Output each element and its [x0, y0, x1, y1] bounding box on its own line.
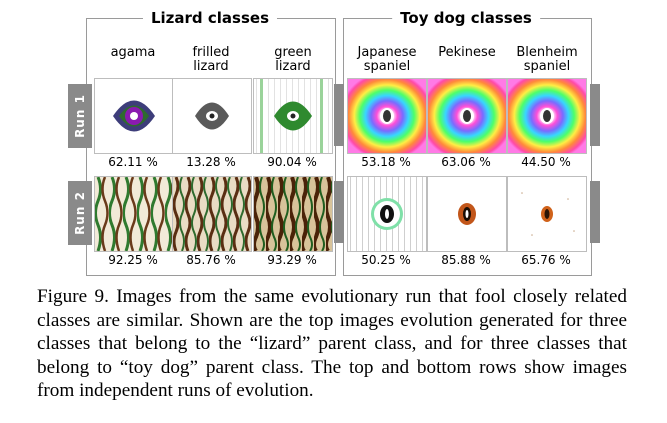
- run-2-label: Run 2: [68, 181, 92, 245]
- run1-japanese-spaniel-confidence: 53.18 %: [361, 155, 411, 169]
- run1-blenheim-spaniel-confidence: 44.50 %: [521, 155, 571, 169]
- run1-japanese-spaniel-image: [347, 78, 427, 154]
- class-label-pekinese: Pekinese: [438, 45, 496, 60]
- run1-agama-confidence: 62.11 %: [108, 155, 158, 169]
- run1-frilled-lizard-image: [172, 78, 252, 154]
- run1-blenheim-spaniel-image: [507, 78, 587, 154]
- run2-blenheim-spaniel-image: [507, 176, 587, 252]
- class-label-blenheim-spaniel: Blenheim spaniel: [516, 45, 578, 74]
- divider-bar: [334, 181, 344, 243]
- class-label-green-lizard: green lizard: [274, 45, 312, 74]
- run-1-label: Run 1: [68, 84, 92, 148]
- toy-dog-panel-title: Toy dog classes: [392, 9, 540, 27]
- run1-green-lizard-confidence: 90.04 %: [267, 155, 317, 169]
- divider-bar: [334, 84, 344, 146]
- run2-pekinese-image: [427, 176, 507, 252]
- run2-frilled-lizard-image: [172, 176, 252, 252]
- run2-green-lizard-confidence: 93.29 %: [267, 253, 317, 267]
- run2-japanese-spaniel-confidence: 50.25 %: [361, 253, 411, 267]
- run1-pekinese-image: [427, 78, 507, 154]
- class-label-agama: agama: [110, 45, 156, 60]
- run2-agama-confidence: 92.25 %: [108, 253, 158, 267]
- run1-green-lizard-image: [253, 78, 333, 154]
- right-bar: [590, 84, 600, 146]
- figure-caption: Figure 9. Images from the same evolution…: [37, 286, 627, 401]
- run2-frilled-lizard-confidence: 85.76 %: [186, 253, 236, 267]
- run1-agama-image: [94, 78, 174, 154]
- run2-agama-image: [94, 176, 174, 252]
- run2-japanese-spaniel-image: [347, 176, 427, 252]
- right-bar: [590, 181, 600, 243]
- run1-frilled-lizard-confidence: 13.28 %: [186, 155, 236, 169]
- run1-pekinese-confidence: 63.06 %: [441, 155, 491, 169]
- run2-green-lizard-image: [253, 176, 333, 252]
- run2-blenheim-spaniel-confidence: 65.76 %: [521, 253, 571, 267]
- run2-pekinese-confidence: 85.88 %: [441, 253, 491, 267]
- lizard-panel-title: Lizard classes: [142, 9, 278, 27]
- class-label-japanese-spaniel: Japanese spaniel: [357, 45, 417, 74]
- class-label-frilled-lizard: frilled lizard: [192, 45, 230, 74]
